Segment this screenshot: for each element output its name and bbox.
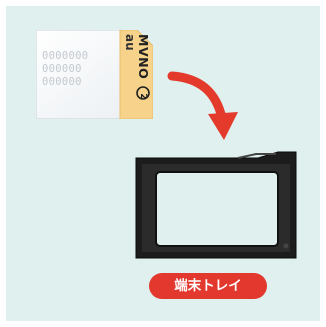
curved-arrow-icon bbox=[167, 71, 238, 140]
sim-card-body bbox=[36, 30, 153, 119]
sim-mvno-text: MVNO bbox=[136, 34, 151, 80]
sim-digit-row: 0000000 bbox=[42, 50, 89, 62]
sim-mvno-label: MVNO 2 bbox=[136, 34, 151, 100]
sim-brand-label: au bbox=[123, 34, 137, 51]
sim-card: 0000000 000000 000000 au MVNO 2 bbox=[36, 30, 153, 119]
tray-label: 端末トレイ bbox=[149, 273, 267, 299]
sim-digit-row: 000000 bbox=[42, 63, 82, 75]
sim-digit-row: 000000 bbox=[42, 76, 82, 88]
device-tray bbox=[135, 151, 297, 259]
mvno-badge-number: 2 bbox=[138, 93, 148, 100]
circled-two-icon: 2 bbox=[136, 86, 150, 100]
sim-card-number: 0000000 000000 000000 bbox=[42, 50, 116, 89]
